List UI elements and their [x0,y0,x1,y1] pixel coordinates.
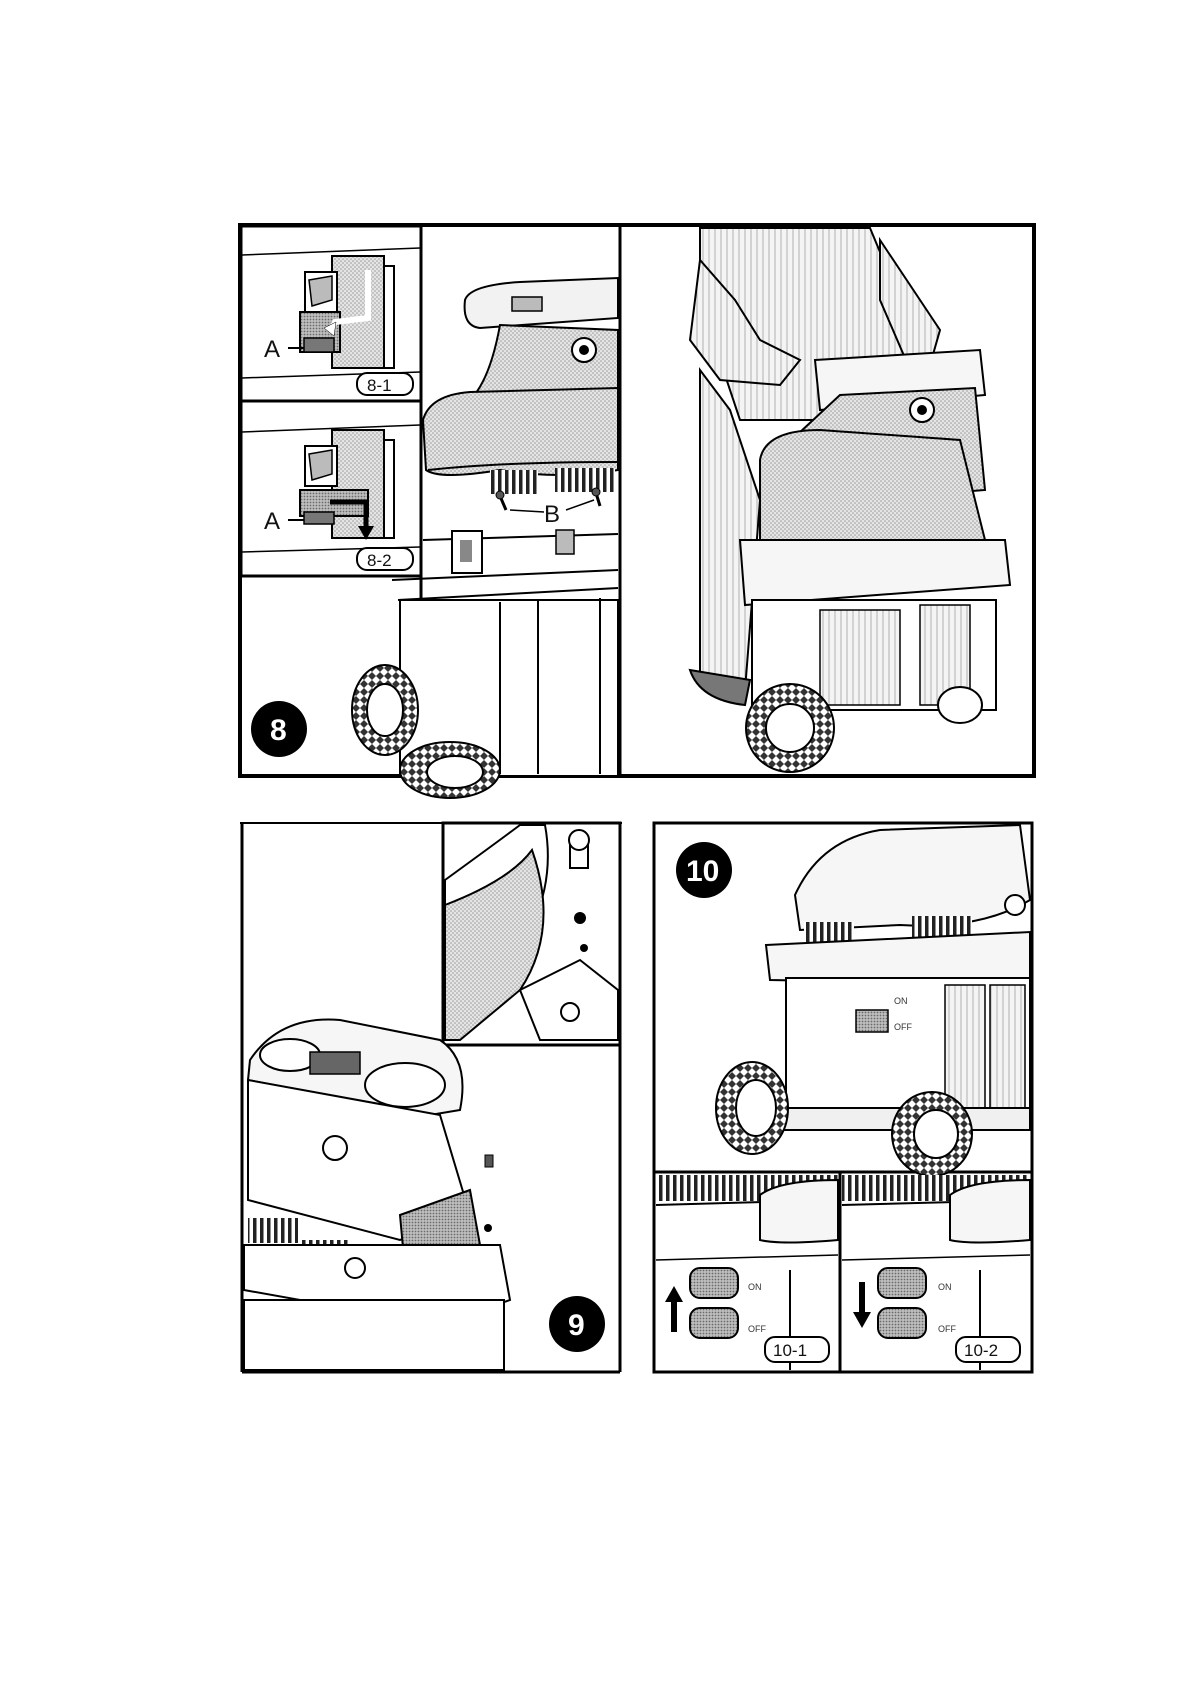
step-10-number: 10 [686,855,719,888]
figure-8: A 8-1 A 8-2 [240,225,1034,798]
tag-8-2: 8-2 [367,551,392,570]
step-9-number: 9 [568,1309,585,1342]
detail-10-1-on: ON [748,1282,762,1292]
shredder-top-view [244,1020,510,1371]
detail-10-1-off: OFF [748,1324,766,1334]
detail-10-2-on: ON [938,1282,952,1292]
figure-10: ON OFF 10 ON OFF 10-1 [654,823,1032,1372]
tag-10-2: 10-2 [964,1341,998,1360]
label-b: B [544,501,560,528]
tag-10-1: 10-1 [773,1341,807,1360]
switch-on-label: ON [894,996,908,1006]
detail-9-inset [443,823,620,1045]
label-a-8-1: A [264,336,280,363]
label-a-8-2: A [264,508,280,535]
figure-9: 9 [240,823,622,1372]
step-8-number: 8 [270,714,287,747]
detail-10-2-off: OFF [938,1324,956,1334]
tag-8-1: 8-1 [367,376,392,395]
switch-off-label: OFF [894,1022,912,1032]
